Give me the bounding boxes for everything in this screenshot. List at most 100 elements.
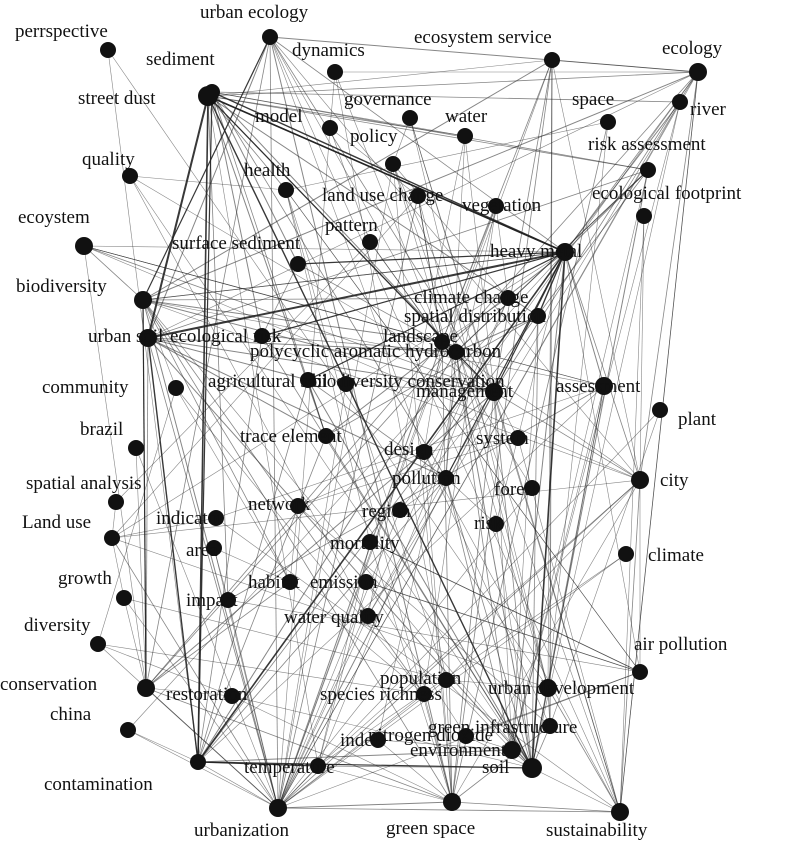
edge-community-habitat	[175, 387, 291, 583]
label-design: design	[384, 439, 434, 460]
edge-biodiversity-soil	[142, 299, 533, 769]
label-water: water	[445, 106, 488, 127]
edge-design-network	[297, 451, 425, 507]
edge-pah-environment	[455, 351, 513, 751]
label-china: china	[50, 704, 92, 725]
node-region	[392, 502, 408, 518]
node-dynamics	[327, 64, 343, 80]
edge-soil-nitrogen_dioxide	[465, 735, 533, 769]
edge-mortality-air_pollution	[369, 541, 641, 673]
label-risk_assessment: risk assessment	[588, 134, 706, 155]
edge-biodiversity_conservation-urbanization	[277, 383, 347, 809]
edge-trace_element-agricultural_soil	[307, 379, 327, 437]
node-spatial_analysis	[108, 494, 124, 510]
node-urbanization	[269, 799, 287, 817]
edge-ecology-conservation	[145, 71, 699, 689]
edge-heavy_metal-city	[564, 251, 641, 481]
label-region: region	[362, 501, 411, 522]
label-urbanization: urbanization	[194, 820, 289, 841]
edge-street_dust-contamination	[197, 95, 209, 763]
edge-urban_ecology-urbanization	[269, 36, 279, 809]
edge-assessment-environment	[511, 385, 605, 751]
edge-ecological_footprint-sustainability	[619, 215, 645, 813]
edge-population-green_space	[445, 679, 453, 803]
node-pah	[448, 344, 464, 360]
edge-pah-risk_assessment	[455, 169, 649, 353]
edge-species_richness-habitat	[289, 581, 425, 695]
node-diversity	[90, 636, 106, 652]
edge-vegetation-urbanization	[277, 205, 497, 809]
node-water	[457, 128, 473, 144]
label-management: management	[416, 381, 514, 402]
edge-biodiversity_conservation-management	[345, 383, 495, 393]
edge-contamination-trace_element	[197, 435, 327, 763]
edge-assessment-ecoystem	[83, 245, 605, 387]
edge-diversity-species_richness	[97, 643, 425, 695]
edge-heavy_metal-air_pollution	[564, 251, 641, 673]
label-agricultural_soil: agricultural soil	[208, 371, 328, 392]
edge-restoration-soil	[231, 695, 533, 769]
edge-management-city	[493, 391, 641, 481]
node-china	[120, 722, 136, 738]
edge-pollution-soil	[445, 477, 533, 769]
edge-ecology-city	[639, 71, 699, 481]
edge-city-sustainability	[619, 479, 641, 813]
edge-heavy_metal-environment	[511, 251, 566, 751]
edge-restoration-green_space	[231, 695, 453, 803]
label-green_space: green space	[386, 818, 475, 839]
label-soil: soil	[482, 757, 509, 778]
edge-street_dust-health	[207, 95, 287, 191]
node-management	[485, 383, 503, 401]
edge-climate_change-temperature	[317, 297, 509, 767]
node-water_quality	[360, 608, 376, 624]
label-restoration: restoration	[166, 684, 248, 705]
label-urban_ecology: urban ecology	[200, 2, 309, 23]
label-city: city	[660, 470, 689, 491]
edge-health-population	[285, 189, 447, 681]
label-trace_element: trace element	[240, 426, 343, 447]
edge-water-pollution	[445, 135, 466, 479]
edge-urban_soil-conservation	[145, 337, 149, 689]
edge-perrspective-contamination	[107, 49, 199, 763]
node-population	[438, 672, 454, 688]
node-emission	[358, 574, 374, 590]
label-mortality: mortality	[330, 533, 400, 554]
label-governance: governance	[344, 89, 432, 110]
edge-governance-urban_development	[409, 117, 549, 689]
label-water_quality: water quality	[284, 607, 384, 628]
edge-conservation-green_space	[145, 687, 453, 803]
label-policy: policy	[350, 126, 398, 147]
edge-brazil-conservation	[135, 447, 147, 689]
edge-risk-soil	[495, 523, 533, 769]
edge-species_richness-urbanization	[277, 693, 425, 809]
edge-plant-green_infrastructure	[549, 409, 661, 727]
node-assessment	[595, 377, 613, 395]
label-sediment: sediment	[146, 49, 215, 70]
edge-green_space-health	[285, 189, 453, 803]
edge-street_dust-ecosystem_service	[207, 59, 553, 97]
edge-emission-air_pollution	[365, 581, 641, 673]
node-network	[290, 498, 306, 514]
edge-sediment-risk_assessment	[211, 91, 649, 171]
edge-model-dynamics	[329, 71, 336, 129]
edge-pah-ecological_risk	[261, 335, 457, 353]
node-street_dust	[198, 86, 218, 106]
edge-dynamics-population	[334, 71, 447, 681]
edge-land_use-indicator	[111, 517, 217, 539]
edge-space-health	[285, 121, 609, 191]
node-health	[278, 182, 294, 198]
node-green_infrastructure	[542, 718, 558, 734]
edge-air_pollution-impact	[227, 599, 641, 673]
edges-layer	[83, 36, 699, 813]
label-community: community	[42, 377, 129, 398]
node-habitat	[282, 574, 298, 590]
edge-urban_ecology-urban_soil	[147, 36, 271, 339]
edge-urban_soil-pollution	[147, 337, 447, 479]
edge-quality-health	[129, 175, 287, 191]
edge-network-habitat	[289, 505, 299, 583]
label-ecology: ecology	[662, 38, 723, 59]
edge-risk-heavy_metal	[495, 251, 566, 525]
edge-ecosystem_service-ecology	[551, 59, 699, 73]
